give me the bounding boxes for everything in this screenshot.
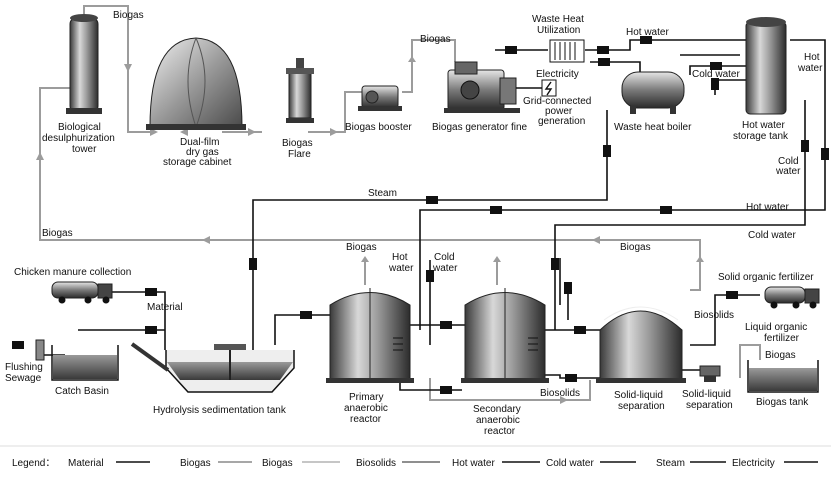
- label-secondary-1: Secondary: [473, 404, 521, 415]
- label-cold-water-right-2: water: [775, 166, 801, 177]
- label-cold-water-right-1: Cold: [778, 156, 799, 167]
- label-sl-sep2-1: Solid-liquid: [682, 389, 731, 400]
- legend-label-hot-water: Hot water: [452, 458, 495, 469]
- hydrolysis-tank: [130, 342, 295, 393]
- solid-liquid-separator: [699, 365, 721, 382]
- label-flushing-1: Flushing: [5, 362, 43, 373]
- label-hot-water-react-2: water: [388, 263, 414, 274]
- label-dualfilm-1: Dual-film: [180, 137, 219, 148]
- legend-title: Legend：: [12, 458, 55, 469]
- label-grid-1: Grid-connected: [523, 96, 591, 107]
- label-tower-3: tower: [72, 144, 97, 155]
- label-steam: Steam: [368, 188, 397, 199]
- legend-item-material: Material: [68, 458, 150, 469]
- biogas-generator: [444, 61, 520, 113]
- label-sl-sep-2: separation: [618, 401, 665, 412]
- label-waste-heat-1: Waste Heat: [532, 14, 584, 25]
- legend: Legend： Material Biogas Biogas Biosolids…: [12, 458, 818, 469]
- label-secondary-3: reactor: [484, 426, 516, 437]
- label-liquid-fert-1: Liquid organic: [745, 322, 807, 333]
- label-biogas-4: Biogas: [346, 242, 377, 253]
- legend-item-hot-water: Hot water: [452, 458, 540, 469]
- label-hot-water-mid: Hot water: [746, 202, 789, 213]
- label-cold-water-react-1: Cold: [434, 252, 455, 263]
- electricity-icon: [516, 79, 557, 97]
- legend-label-cold-water: Cold water: [546, 458, 594, 469]
- biogas-flare: [286, 58, 314, 123]
- legend-item-biogas-1: Biogas: [180, 458, 252, 469]
- label-primary-2: anaerobic: [344, 403, 388, 414]
- desulphurization-tower: [66, 14, 102, 114]
- label-whb: Waste heat boiler: [614, 122, 692, 133]
- label-dualfilm-2: dry gas: [186, 147, 219, 158]
- legend-item-cold-water: Cold water: [546, 458, 636, 469]
- catch-basin: [35, 339, 119, 381]
- label-hydrolysis: Hydrolysis sedimentation tank: [153, 405, 287, 416]
- label-sl-sep2-2: separation: [686, 400, 733, 411]
- label-biosolids-top: Biosolids: [694, 310, 734, 321]
- dual-film-gas-holder: [146, 37, 246, 130]
- label-cold-water-top: Cold water: [692, 69, 740, 80]
- label-cold-water-mid: Cold water: [748, 230, 796, 241]
- label-flare-1: Biogas: [282, 138, 313, 149]
- label-dualfilm-3: storage cabinet: [163, 157, 232, 168]
- label-sl-sep-1: Solid-liquid: [614, 390, 663, 401]
- label-grid-2: power: [545, 106, 573, 117]
- hot-water-storage-tank: [745, 17, 787, 115]
- label-hwtank-1: Hot water: [742, 120, 785, 131]
- label-secondary-2: anaerobic: [476, 415, 520, 426]
- biogas-booster: [358, 85, 402, 111]
- label-biogas-3: Biogas: [42, 228, 73, 239]
- legend-label-steam: Steam: [656, 458, 685, 469]
- label-liquid-fert-2: fertilizer: [764, 333, 800, 344]
- legend-item-electricity: Electricity: [732, 458, 818, 469]
- legend-label-biogas-1: Biogas: [180, 458, 211, 469]
- label-chicken: Chicken manure collection: [14, 267, 131, 278]
- primary-reactor: [326, 288, 414, 383]
- label-biogas-tank: Biogas tank: [756, 397, 809, 408]
- label-generator: Biogas generator fine: [432, 122, 528, 133]
- label-biogas-5: Biogas: [620, 242, 651, 253]
- legend-label-material: Material: [68, 458, 104, 469]
- label-hot-water-react-1: Hot: [392, 252, 408, 263]
- label-biogas-2: Biogas: [420, 34, 451, 45]
- legend-label-biosolids: Biosolids: [356, 458, 396, 469]
- label-electricity: Electricity: [536, 69, 579, 80]
- legend-label-biogas-2: Biogas: [262, 458, 293, 469]
- biogas-liquid-tank: [747, 360, 819, 393]
- secondary-reactor: [461, 288, 549, 383]
- label-biogas-tank-in: Biogas: [765, 350, 796, 361]
- legend-item-biosolids: Biosolids: [356, 458, 440, 469]
- waste-heat-exchanger: [549, 39, 585, 63]
- legend-item-steam: Steam: [656, 458, 726, 469]
- label-solid-fert: Solid organic fertilizer: [718, 272, 814, 283]
- label-tower-1: Biological: [58, 122, 101, 133]
- label-hot-water-top: Hot water: [626, 27, 669, 38]
- label-waste-heat-2: Utilization: [537, 25, 580, 36]
- legend-label-electricity: Electricity: [732, 458, 775, 469]
- label-biogas-top: Biogas: [113, 10, 144, 21]
- label-flushing-2: Sewage: [5, 373, 42, 384]
- fertilizer-truck: [764, 286, 820, 309]
- label-flare-2: Flare: [288, 149, 311, 160]
- label-hot-water-right-2: water: [797, 63, 823, 74]
- legend-item-biogas-2: Biogas: [262, 458, 340, 469]
- label-tower-2: desulphurization: [42, 133, 115, 144]
- label-primary-3: reactor: [350, 414, 382, 425]
- label-biosolids-mid: Biosolids: [540, 388, 580, 399]
- label-primary-1: Primary: [349, 392, 383, 403]
- label-grid-3: generation: [538, 116, 585, 127]
- label-hot-water-right-1: Hot: [804, 52, 820, 63]
- label-material: Material: [147, 302, 183, 313]
- label-hwtank-2: storage tank: [733, 131, 789, 142]
- waste-heat-boiler: [621, 71, 685, 114]
- manure-truck: [51, 281, 113, 304]
- labels: Biogas Biogas Waste Heat Utilization Hot…: [5, 10, 823, 437]
- label-catch-basin: Catch Basin: [55, 386, 109, 397]
- solid-liquid-separation-tank: [596, 306, 686, 383]
- material-water-arrows: [12, 36, 829, 394]
- label-booster: Biogas booster: [345, 122, 412, 133]
- label-cold-water-react-2: water: [432, 263, 458, 274]
